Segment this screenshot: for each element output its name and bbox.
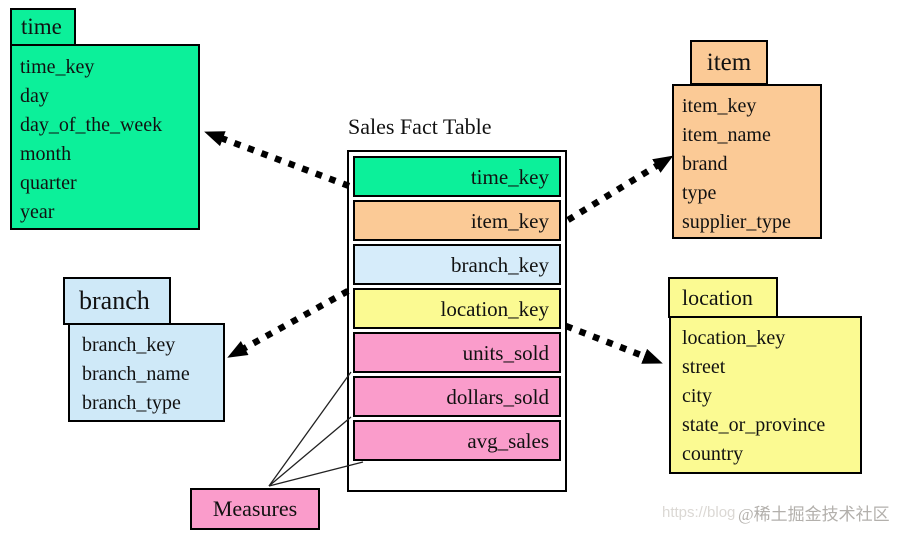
- field-item: supplier_type: [682, 211, 791, 233]
- location-table-tab: location: [668, 277, 778, 318]
- measures-box: Measures: [190, 488, 320, 530]
- location-table-title: location: [682, 284, 753, 310]
- measures-line-dollars-sold: [268, 416, 352, 487]
- arrow-item: [566, 155, 674, 223]
- fact-row-item-key: item_key: [353, 200, 561, 241]
- field-item: day_of_the_week: [20, 114, 163, 136]
- time-table-tab: time: [10, 8, 76, 46]
- measures-label: Measures: [212, 496, 298, 521]
- fact-row-time-key: time_key: [353, 156, 561, 197]
- field-item: location_key: [682, 327, 786, 349]
- field-item: type: [682, 182, 717, 204]
- watermark: https://blog @稀土掘金技术社区: [640, 500, 910, 526]
- branch-table-tab: branch: [63, 277, 171, 325]
- field-item: item_key: [682, 95, 757, 117]
- measures-line-units-sold: [268, 371, 352, 487]
- field-item: branch_name: [82, 363, 190, 385]
- item-table-title: item: [706, 48, 752, 76]
- fact-row-dollars-sold: dollars_sold: [353, 376, 561, 417]
- fact-row-avg-sales: avg_sales: [353, 420, 561, 461]
- field-item: country: [682, 443, 744, 465]
- field-item: time_key: [20, 56, 95, 78]
- arrow-branch: [227, 288, 350, 358]
- field-item: city: [682, 385, 712, 407]
- field-item: branch_type: [82, 392, 181, 414]
- arrow-location: [564, 322, 663, 364]
- watermark-url: https://blog: [662, 504, 736, 521]
- fact-row-units-sold: units_sold: [353, 332, 561, 373]
- time-table-title: time: [21, 14, 62, 39]
- watermark-community: @稀土掘金技术社区: [738, 505, 890, 524]
- field-item: street: [682, 356, 726, 378]
- field-item: item_name: [682, 124, 771, 146]
- field-item: year: [20, 201, 55, 223]
- item-table-tab: item: [690, 40, 768, 85]
- field-item: state_or_province: [682, 414, 826, 436]
- field-item: quarter: [20, 172, 77, 194]
- branch-table-title: branch: [79, 286, 150, 315]
- field-item: branch_key: [82, 334, 176, 356]
- arrow-time: [204, 131, 351, 190]
- fact-row-branch-key: branch_key: [353, 244, 561, 285]
- field-item: month: [20, 143, 72, 165]
- branch-table-body: branch_key branch_name branch_type: [68, 323, 225, 422]
- fact-table-title: Sales Fact Table: [348, 114, 492, 139]
- fact-row-location-key: location_key: [353, 288, 561, 329]
- field-item: day: [20, 85, 49, 107]
- field-item: brand: [682, 153, 728, 175]
- sales-fact-table: time_key item_key branch_key location_ke…: [347, 150, 567, 492]
